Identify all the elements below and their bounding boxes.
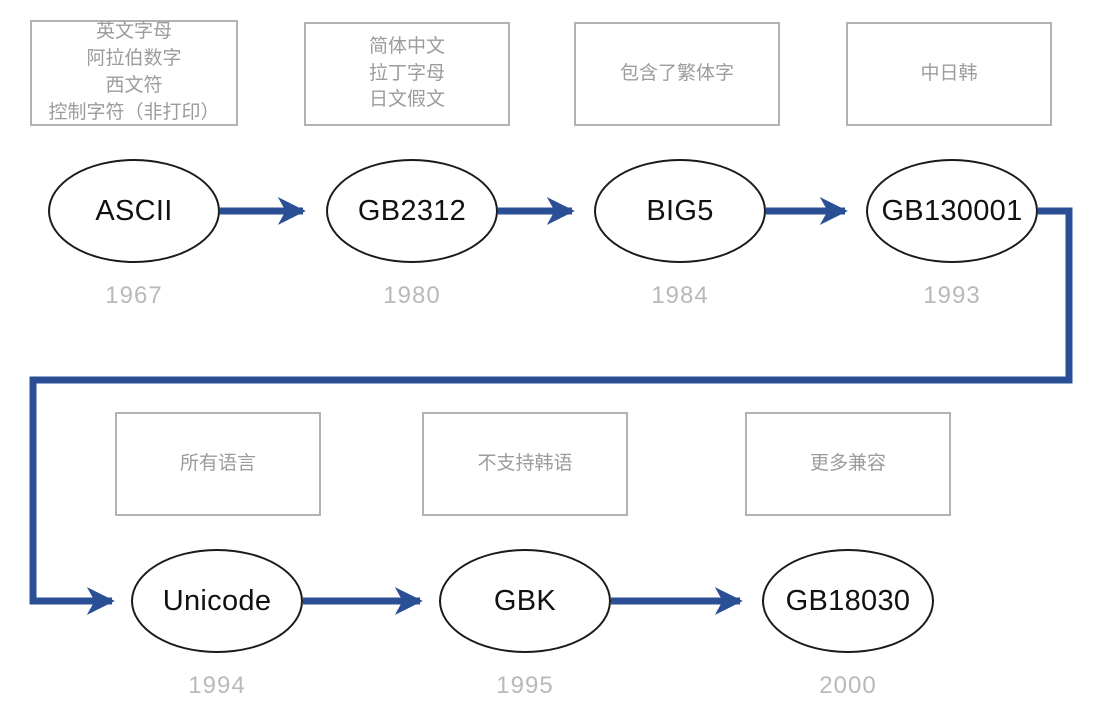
note-box-big5: 包含了繁体字 [574, 22, 780, 126]
connector-gb130001-to-unicode [29, 207, 1073, 615]
node-label-ascii: ASCII [95, 194, 173, 227]
note-text-big5: 包含了繁体字 [619, 62, 734, 84]
node-ellipse-unicode: Unicode [131, 549, 303, 653]
node-label-big5: BIG5 [646, 194, 714, 227]
note-box-gb2312: 简体中文 拉丁字母 日文假文 [304, 22, 510, 126]
year-label-gbk: 1995 [496, 672, 554, 699]
note-text-gb130001: 中日韩 [920, 62, 978, 84]
note-box-unicode: 所有语言 [115, 412, 321, 516]
note-box-gb18030: 更多兼容 [745, 412, 951, 516]
note-box-gbk: 不支持韩语 [422, 412, 628, 516]
node-ellipse-gb130001: GB130001 [866, 159, 1038, 263]
node-ellipse-big5: BIG5 [594, 159, 766, 263]
year-label-gb2312: 1980 [383, 282, 441, 309]
node-ellipse-gb2312: GB2312 [326, 159, 498, 263]
node-label-unicode: Unicode [162, 584, 272, 617]
note-text-gb18030: 更多兼容 [809, 452, 886, 474]
year-label-ascii: 1967 [105, 282, 163, 309]
node-ellipse-gb18030: GB18030 [762, 549, 934, 653]
year-label-big5: 1984 [651, 282, 709, 309]
node-label-gb130001: GB130001 [881, 194, 1023, 227]
note-box-ascii: 英文字母 阿拉伯数字 西文符 控制字符（非打印） [30, 20, 238, 126]
node-ellipse-ascii: ASCII [48, 159, 220, 263]
year-label-gb18030: 2000 [819, 672, 877, 699]
year-label-unicode: 1994 [188, 672, 246, 699]
year-label-gb130001: 1993 [923, 282, 981, 309]
note-text-gb2312: 简体中文 拉丁字母 日文假文 [368, 35, 445, 111]
node-label-gb2312: GB2312 [357, 194, 467, 227]
node-label-gb18030: GB18030 [785, 584, 911, 617]
note-box-gb130001: 中日韩 [846, 22, 1052, 126]
node-label-gbk: GBK [493, 584, 557, 617]
note-text-ascii: 英文字母 阿拉伯数字 西文符 控制字符（非打印） [48, 21, 220, 123]
node-ellipse-gbk: GBK [439, 549, 611, 653]
note-text-unicode: 所有语言 [179, 452, 256, 474]
note-text-gbk: 不支持韩语 [477, 452, 573, 474]
